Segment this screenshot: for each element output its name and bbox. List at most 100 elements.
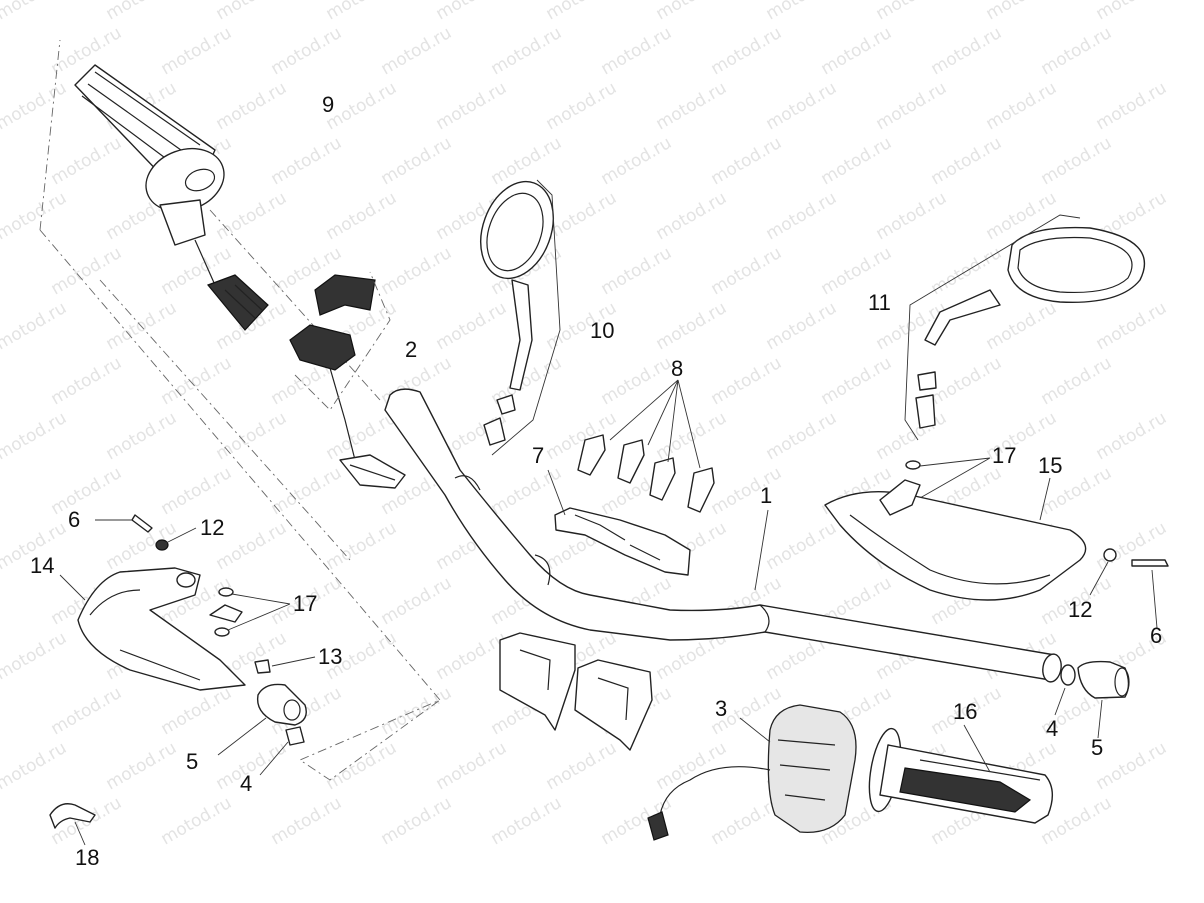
- watermark-text: motod.ru: [598, 133, 676, 189]
- watermark-text: motod.ru: [818, 133, 896, 189]
- watermark-text: motod.ru: [0, 0, 70, 24]
- right-mirror: [904, 214, 1145, 441]
- watermark-text: motod.ru: [48, 683, 126, 739]
- watermark-text: motod.ru: [378, 573, 456, 629]
- riser-blocks: [499, 632, 653, 751]
- watermark-text: motod.ru: [598, 243, 676, 299]
- watermark-text: motod.ru: [378, 243, 456, 299]
- watermark-text: motod.ru: [0, 298, 70, 354]
- watermark-text: motod.ru: [873, 78, 951, 134]
- watermark-text: motod.ru: [1093, 78, 1171, 134]
- label-6: 6: [68, 507, 80, 532]
- label-6: 6: [1150, 623, 1162, 648]
- watermark-text: motod.ru: [928, 353, 1006, 409]
- watermark-text: motod.ru: [488, 463, 566, 519]
- right-switch-housing: [647, 704, 857, 841]
- watermark-text: motod.ru: [928, 23, 1006, 79]
- label-5: 5: [186, 749, 198, 774]
- watermark-text: motod.ru: [708, 243, 786, 299]
- left-hand-guard: [59, 567, 246, 691]
- watermark-text: motod.ru: [0, 408, 70, 464]
- watermark-text: motod.ru: [983, 78, 1061, 134]
- watermark-text: motod.ru: [543, 78, 621, 134]
- watermark-text: motod.ru: [873, 408, 951, 464]
- watermark-text: motod.ru: [763, 408, 841, 464]
- label-18: 18: [75, 845, 99, 870]
- upper-clamp: [547, 469, 691, 576]
- watermark-text: motod.ru: [763, 298, 841, 354]
- watermark-text: motod.ru: [1038, 133, 1116, 189]
- watermark-text: motod.ru: [708, 133, 786, 189]
- label-13: 13: [318, 644, 342, 669]
- watermark-text: motod.ru: [543, 0, 621, 24]
- clamp-screws: [577, 379, 715, 513]
- label-17: 17: [992, 443, 1016, 468]
- watermark-text: motod.ru: [0, 738, 70, 794]
- watermark-text: motod.ru: [378, 793, 456, 849]
- watermark-text: motod.ru: [323, 738, 401, 794]
- watermark-text: motod.ru: [0, 188, 70, 244]
- watermark-text: motod.ru: [158, 683, 236, 739]
- watermark-text: motod.ru: [323, 0, 401, 24]
- watermark-text: motod.ru: [708, 23, 786, 79]
- watermark-text: motod.ru: [763, 78, 841, 134]
- label-4: 4: [240, 771, 252, 796]
- label-11: 11: [868, 290, 891, 315]
- watermark-text: motod.ru: [268, 23, 346, 79]
- watermark-text: motod.ru: [213, 78, 291, 134]
- watermark-text: motod.ru: [653, 78, 731, 134]
- watermark-text: motod.ru: [928, 133, 1006, 189]
- watermark-text: motod.ru: [433, 78, 511, 134]
- watermark-text: motod.ru: [433, 628, 511, 684]
- watermark-text: motod.ru: [653, 738, 731, 794]
- watermark-text: motod.ru: [0, 78, 70, 134]
- watermark-text: motod.ru: [378, 133, 456, 189]
- watermark-text: motod.ru: [268, 133, 346, 189]
- watermark-text: motod.ru: [268, 793, 346, 849]
- left-bar-end: [217, 683, 307, 776]
- watermark-text: motod.ru: [48, 243, 126, 299]
- watermark-text: motod.ru: [433, 738, 511, 794]
- watermark-text: motod.ru: [323, 188, 401, 244]
- label-17: 17: [293, 591, 317, 616]
- watermark-text: motod.ru: [708, 463, 786, 519]
- watermark-text: motod.ru: [873, 188, 951, 244]
- watermark-text: motod.ru: [1038, 23, 1116, 79]
- label-3: 3: [715, 696, 727, 721]
- watermark-text: motod.ru: [378, 683, 456, 739]
- right-hand-guard: [824, 477, 1087, 601]
- washers-left: [209, 587, 291, 637]
- watermark-text: motod.ru: [1093, 0, 1171, 24]
- left-switch-housing: [289, 271, 406, 489]
- watermark-text: motod.ru: [433, 0, 511, 24]
- watermark-text: motod.ru: [818, 23, 896, 79]
- watermark-text: motod.ru: [543, 738, 621, 794]
- assembly-guides: [39, 39, 441, 781]
- watermark-text: motod.ru: [653, 298, 731, 354]
- watermark-text: motod.ru: [708, 353, 786, 409]
- label-12: 12: [1068, 597, 1092, 622]
- watermark-text: motod.ru: [598, 23, 676, 79]
- watermark-text: motod.ru: [48, 463, 126, 519]
- watermark-text: motod.ru: [763, 518, 841, 574]
- cable-clip: [49, 803, 96, 846]
- left-grip: [868, 724, 1053, 824]
- label-8: 8: [671, 356, 683, 381]
- watermark-text: motod.ru: [103, 0, 181, 24]
- watermark-text: motod.ru: [48, 353, 126, 409]
- label-5: 5: [1091, 735, 1103, 760]
- throttle-grip: [74, 64, 269, 331]
- watermark-text: motod.ru: [488, 793, 566, 849]
- watermark-text: motod.ru: [0, 628, 70, 684]
- watermark-text: motod.ru: [213, 188, 291, 244]
- watermark-text: motod.ru: [983, 0, 1061, 24]
- watermark-text: motod.ru: [763, 188, 841, 244]
- label-12: 12: [200, 515, 224, 540]
- watermark-text: motod.ru: [488, 23, 566, 79]
- watermark-text: motod.ru: [653, 408, 731, 464]
- watermark-text: motod.ru: [653, 0, 731, 24]
- watermark-text: motod.ru: [1093, 298, 1171, 354]
- watermark-text: motod.ru: [653, 188, 731, 244]
